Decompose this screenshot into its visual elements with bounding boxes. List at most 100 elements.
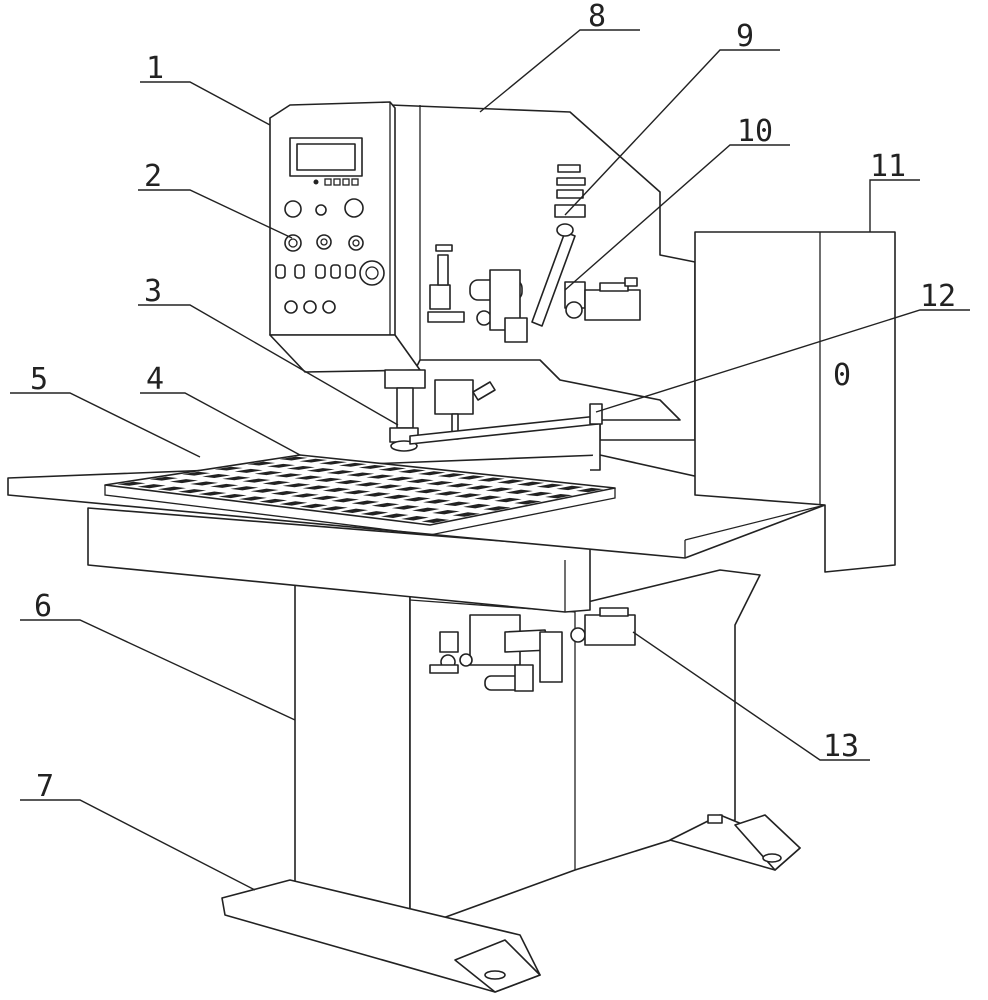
tray-cell <box>331 498 360 503</box>
tray-cell <box>242 478 271 483</box>
right-foot <box>669 814 801 871</box>
tray-cell <box>398 469 426 474</box>
tray-cell <box>279 456 308 461</box>
label-9: 9 <box>736 19 754 54</box>
tray-cell <box>536 483 564 488</box>
tray-cell <box>306 468 335 473</box>
tray-cell <box>414 488 443 494</box>
label-13: 13 <box>823 729 859 764</box>
tray-cell <box>394 486 423 491</box>
tray-cell <box>214 466 243 471</box>
tray-cell <box>401 515 429 521</box>
tray-cell <box>406 478 434 484</box>
tray-cell <box>371 502 400 508</box>
tray-cell <box>169 479 199 484</box>
tray-cell <box>190 481 219 486</box>
label-7: 7 <box>36 769 54 804</box>
tray-cell <box>182 471 211 476</box>
tray-cell <box>378 467 407 472</box>
tray-cell <box>391 505 420 510</box>
tray-front-edge <box>104 485 616 536</box>
label-11: 11 <box>870 149 906 184</box>
tray-cell <box>366 474 395 479</box>
tray-cell <box>434 491 462 496</box>
tray-cell <box>463 503 491 509</box>
tray-cell <box>351 500 380 505</box>
control-panel <box>269 101 421 373</box>
tray-cell <box>218 493 247 499</box>
tray-cell <box>294 475 323 480</box>
tray-cell <box>137 484 166 489</box>
tray-cell <box>485 487 514 492</box>
cylinder-right <box>564 277 641 321</box>
tray-cell <box>342 490 371 495</box>
label-6: 6 <box>34 589 52 624</box>
tray-cell <box>425 481 454 486</box>
tray-cell <box>286 465 315 470</box>
tray-cell <box>525 491 553 497</box>
tray-cell <box>576 487 604 493</box>
tray-cell <box>259 498 288 504</box>
tray-cell <box>290 493 319 498</box>
tray-cell <box>302 485 331 490</box>
tray-cell <box>443 501 471 506</box>
tray-cell <box>262 480 291 485</box>
tray-cell <box>474 495 502 500</box>
button-row <box>284 300 336 314</box>
tray-cell <box>326 470 355 475</box>
tray-cell <box>314 477 343 482</box>
door-mark: 0 <box>833 358 851 393</box>
tray-cell <box>234 468 263 473</box>
tray-cell <box>465 485 494 490</box>
tray-cell <box>477 477 505 482</box>
tray-cell <box>445 483 474 488</box>
tray-cell <box>346 472 375 477</box>
tray-cell <box>149 476 178 481</box>
tray-cell <box>198 491 227 496</box>
tray-cell <box>545 493 573 499</box>
tray-cell <box>254 471 283 476</box>
label-2: 2 <box>144 159 162 194</box>
label-1: 1 <box>146 51 164 86</box>
tray-cell <box>299 503 328 509</box>
label-4: 4 <box>146 362 164 397</box>
tray-cell <box>247 461 276 466</box>
tray-cell <box>230 486 259 491</box>
electrical-cabinet: 0 <box>694 231 896 573</box>
tray-cell <box>497 479 525 484</box>
keypad <box>313 178 359 186</box>
tray-cell <box>421 518 450 523</box>
tray-cell <box>382 494 411 499</box>
tray-cell <box>270 490 299 496</box>
tray-cell <box>556 485 584 491</box>
label-8: 8 <box>588 0 606 34</box>
tray-cell <box>238 496 267 501</box>
switch-row <box>275 260 385 286</box>
label-12: 12 <box>920 279 956 314</box>
guide-rod <box>409 403 603 445</box>
label-3: 3 <box>144 274 162 309</box>
tray-cell <box>358 464 387 469</box>
tray-cell <box>202 474 231 478</box>
tray-cell <box>320 506 348 511</box>
tray-cell <box>494 497 522 503</box>
tray-cell <box>319 460 348 465</box>
tray-cell <box>311 495 340 500</box>
tray-cell <box>274 473 303 478</box>
tray-cell <box>299 458 328 463</box>
tray-cell <box>437 473 466 478</box>
knob-row-1 <box>284 198 364 218</box>
knob-row-2 <box>284 234 364 252</box>
tray-cell <box>266 463 296 468</box>
left-foot <box>221 879 541 993</box>
tray-cell <box>362 492 391 497</box>
tray-cell <box>412 507 440 512</box>
tray-cell <box>432 509 460 515</box>
tray-cell <box>340 508 369 514</box>
label-10: 10 <box>737 114 773 149</box>
lower-valves <box>429 607 636 692</box>
tray-cell <box>403 497 431 502</box>
tray-grid <box>104 456 616 536</box>
